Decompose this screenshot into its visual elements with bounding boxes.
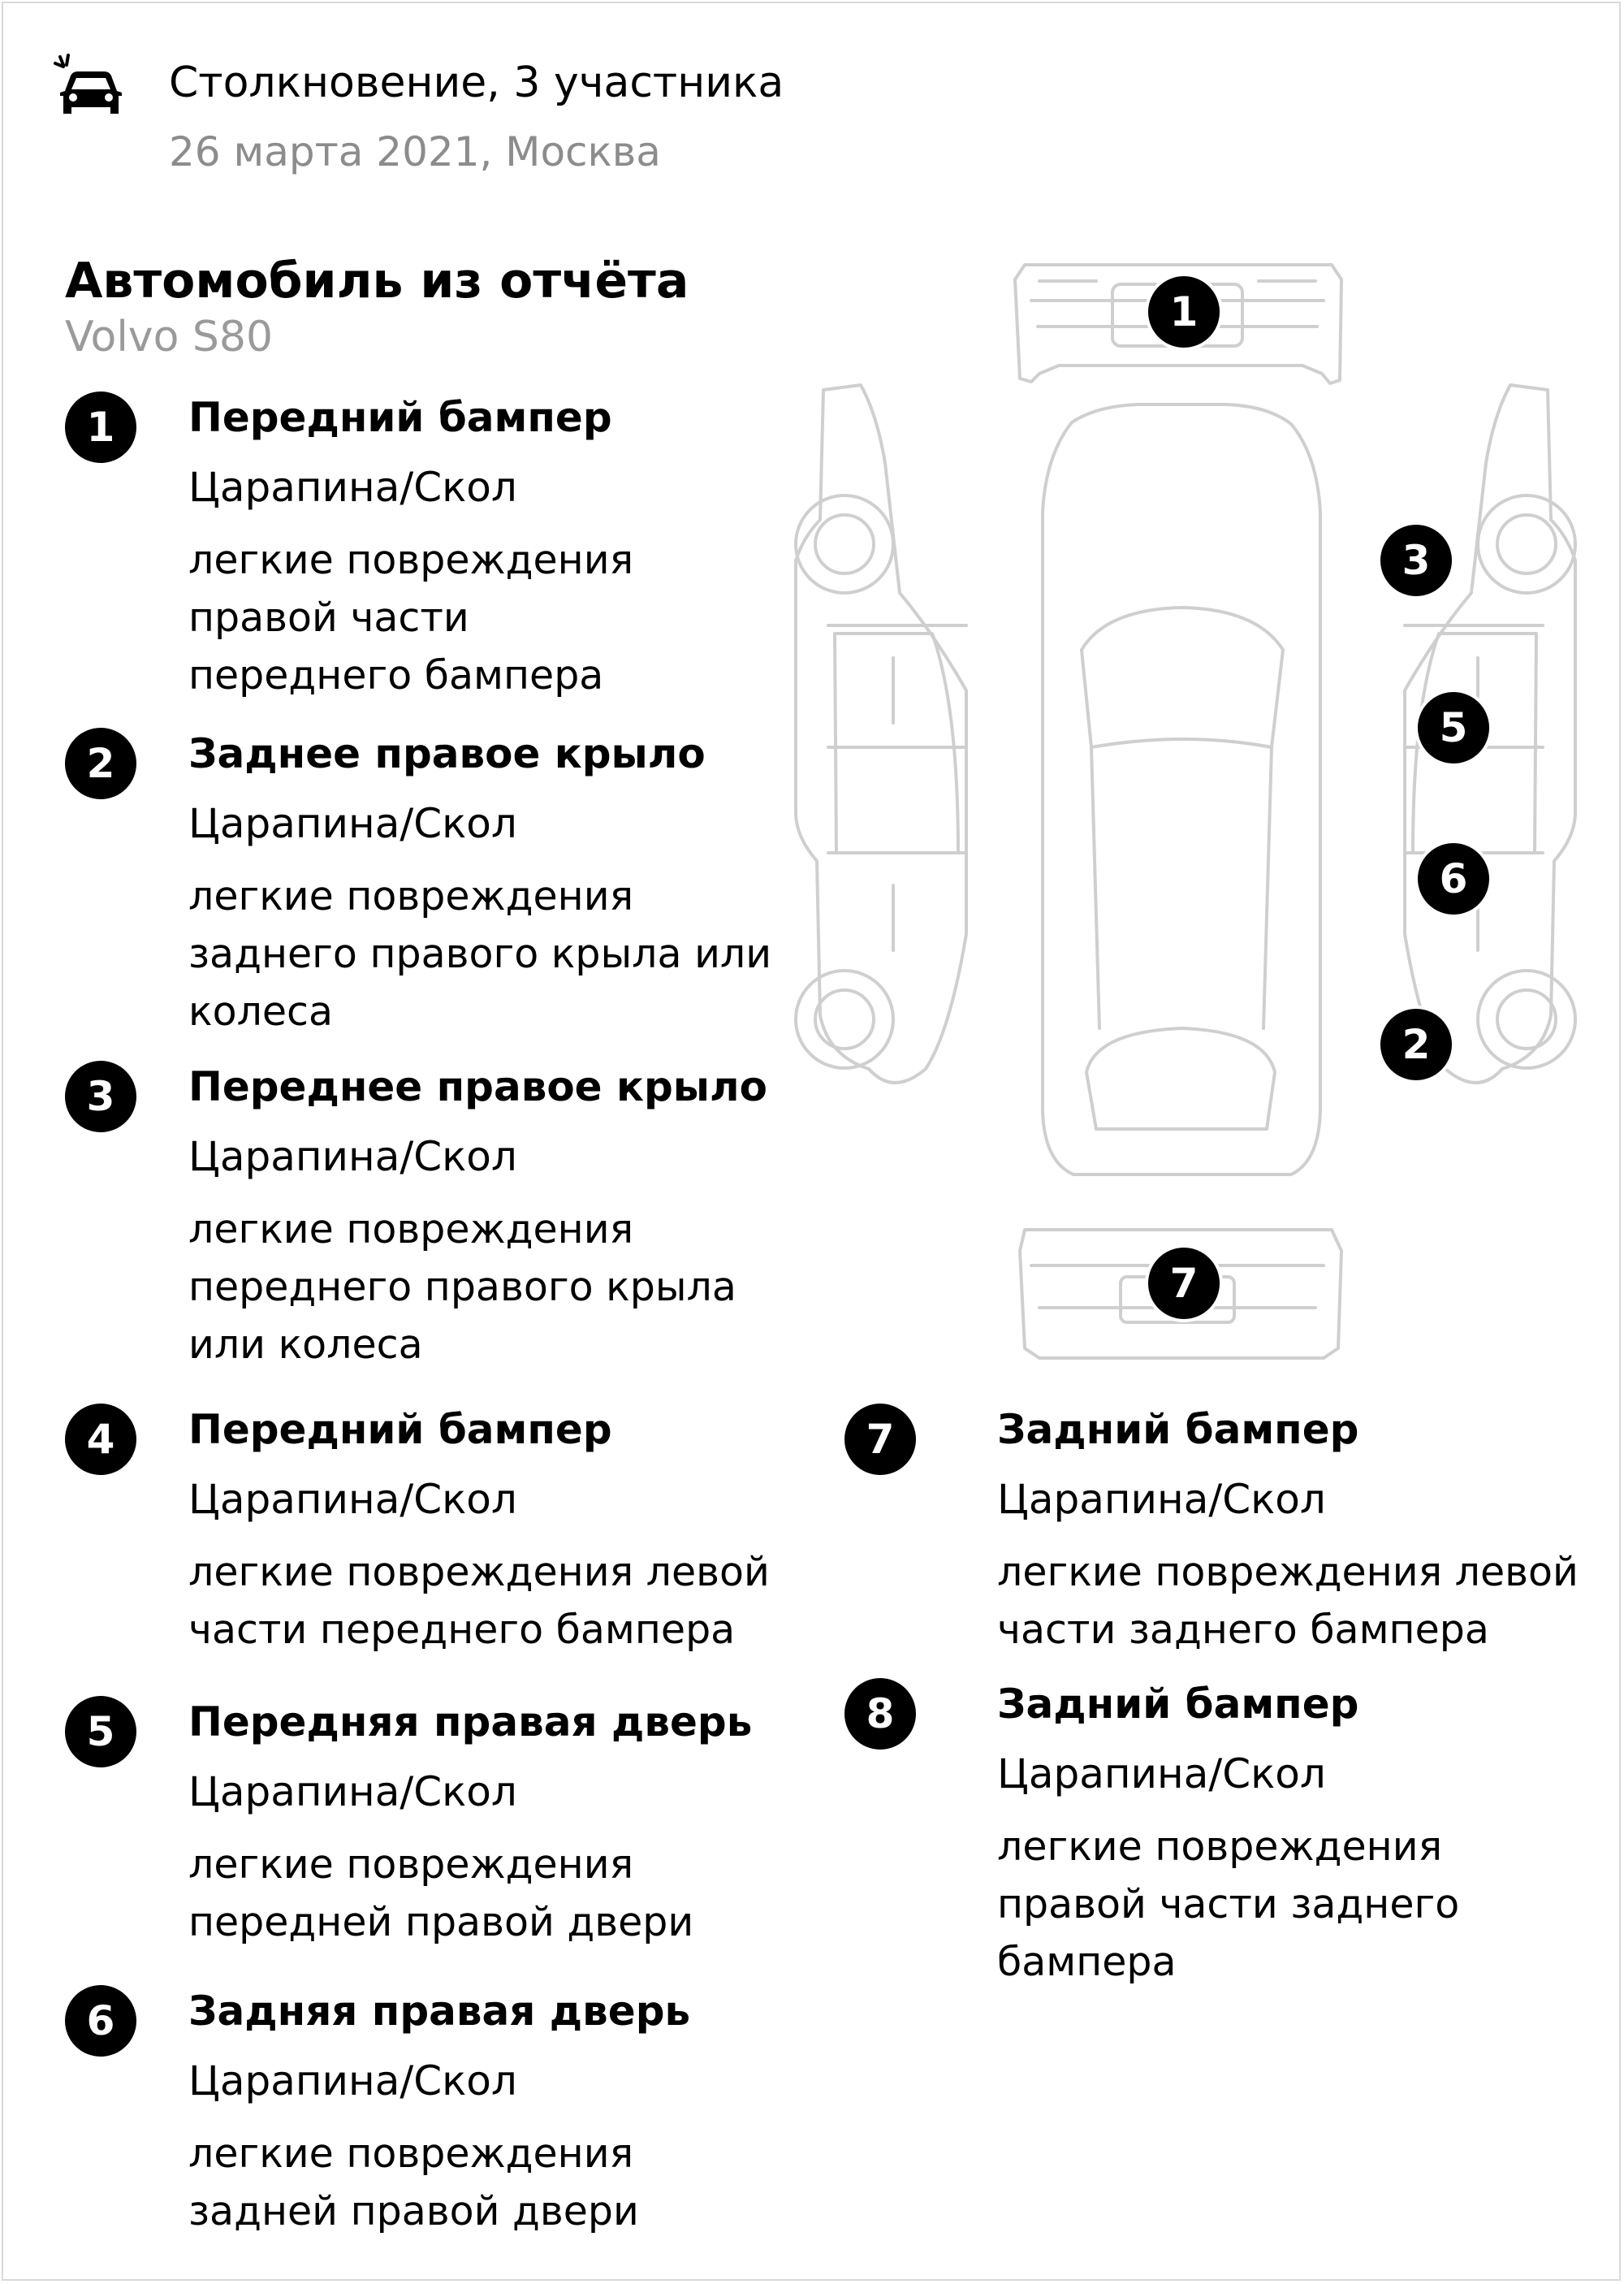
diagram-pin: 1 [1145,273,1223,351]
damage-part: Переднее правое крыло [188,1063,767,1110]
car-damage-diagram: 1 3 5 6 2 7 [771,252,1600,1365]
car-top-view [1041,403,1322,1176]
damage-type: Царапина/Скол [188,800,517,847]
diagram-pin: 5 [1415,689,1492,767]
car-crash-icon [54,54,128,128]
diagram-pin: 3 [1377,521,1455,599]
damage-number-badge: 6 [65,1985,136,2057]
diagram-pin: 2 [1377,1006,1455,1084]
damage-description: легкие повреждения передней правой двери [188,1841,694,1945]
damage-type: Царапина/Скол [997,1750,1326,1797]
car-right-side-view [1403,383,1577,1084]
damage-part: Задний бампер [997,1406,1359,1453]
damage-part: Передний бампер [188,1406,612,1453]
incident-date-location: 26 марта 2021, Москва [169,128,661,175]
damage-number-badge: 1 [65,391,136,463]
damage-number-badge: 7 [844,1404,916,1475]
diagram-pin: 7 [1145,1244,1223,1322]
damage-description: легкие повреждения левой части переднего… [188,1549,770,1653]
car-section-title: Автомобиль из отчёта [65,253,689,309]
damage-description: легкие повреждения задней правой двери [188,2130,639,2234]
damage-type: Царапина/Скол [997,1476,1326,1523]
diagram-pin: 6 [1415,840,1492,918]
damage-description: легкие повреждения заднего правого крыла… [188,873,772,1035]
damage-part: Заднее правое крыло [188,730,706,777]
damage-description: легкие повреждения правой части переднег… [188,537,634,699]
damage-description: легкие повреждения правой части заднего … [997,1823,1460,1985]
car-left-side-view [794,383,968,1084]
damage-description: легкие повреждения левой части заднего б… [997,1549,1579,1653]
damage-part: Задний бампер [997,1681,1359,1728]
damage-description: легкие повреждения переднего правого кры… [188,1206,736,1368]
damage-number-badge: 4 [65,1404,136,1475]
car-model: Volvo S80 [65,313,274,361]
incident-title: Столкновение, 3 участника [169,58,784,107]
damage-part: Передняя правая дверь [188,1698,753,1745]
damage-number-badge: 5 [65,1696,136,1767]
damage-part: Передний бампер [188,394,612,441]
damage-part: Задняя правая дверь [188,1988,691,2035]
damage-type: Царапина/Скол [188,1476,517,1523]
damage-type: Царапина/Скол [188,464,517,511]
damage-type: Царапина/Скол [188,2057,517,2104]
damage-number-badge: 8 [844,1678,916,1750]
damage-type: Царапина/Скол [188,1768,517,1815]
damage-number-badge: 2 [65,728,136,799]
damage-number-badge: 3 [65,1061,136,1132]
damage-type: Царапина/Скол [188,1133,517,1180]
